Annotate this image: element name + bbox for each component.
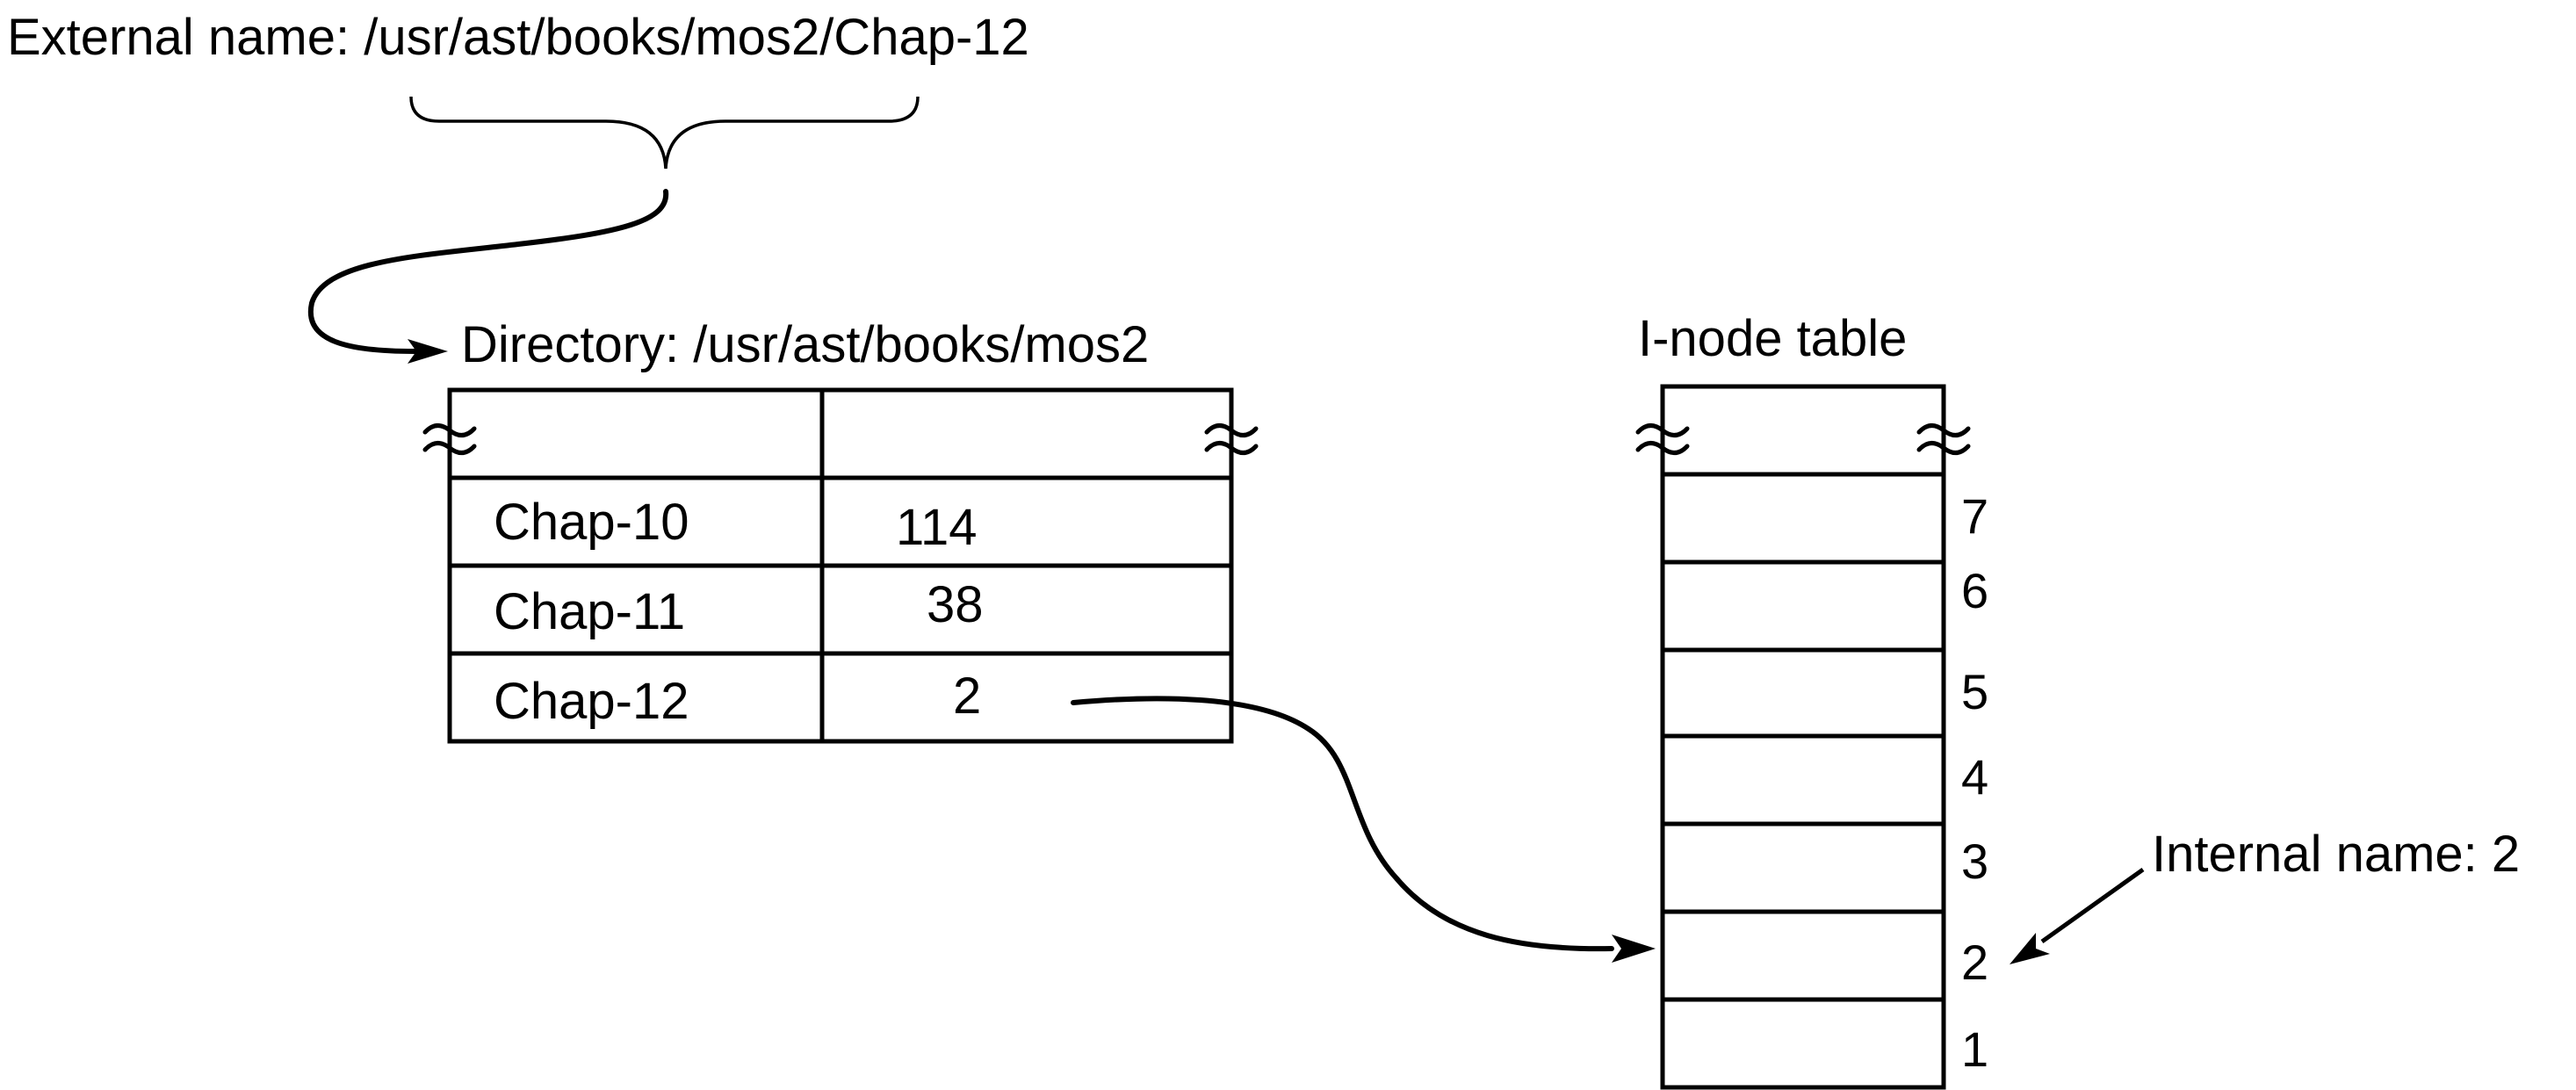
directory-table (422, 387, 1259, 744)
inode-slot-6: 6 (1961, 563, 1988, 618)
directory-row-3-inode: 2 (953, 668, 981, 725)
inode-slot-7: 7 (1961, 488, 1988, 544)
directory-row-2-inode: 38 (927, 576, 984, 633)
internal-name-arrowhead (2010, 933, 2050, 964)
inode-break-left (1635, 423, 1690, 455)
directory-title: Directory: /usr/ast/books/mos2 (461, 316, 1149, 373)
inode-slot-5: 5 (1961, 664, 1988, 719)
external-to-directory-arrow (307, 189, 669, 354)
inode-break-right (1916, 423, 1971, 455)
inode-slot-2: 2 (1961, 935, 1988, 990)
internal-name-label: Internal name: 2 (2152, 826, 2520, 883)
inode-slot-1: 1 (1961, 1021, 1988, 1077)
inode-slot-4: 4 (1961, 749, 1988, 805)
inode-slot-3: 3 (1961, 834, 1988, 889)
inode-table (1635, 384, 1971, 1090)
directory-row-2-name: Chap-11 (494, 583, 685, 640)
internal-name-pointer (2040, 867, 2145, 944)
directory-break-left (422, 423, 477, 455)
directory-break-right (1204, 423, 1259, 455)
inode-table-title: I-node table (1638, 310, 1907, 367)
directory-row-1-name: Chap-10 (494, 494, 689, 551)
directory-row-3-name: Chap-12 (494, 673, 689, 730)
inode-lookup-arrowhead (1612, 935, 1656, 963)
external-to-directory-arrowhead (408, 339, 448, 364)
external-name-label: External name: /usr/ast/books/mos2/Chap-… (7, 9, 1029, 66)
directory-row-1-inode: 114 (896, 499, 977, 556)
inode-lookup-arrow (1071, 696, 1614, 952)
path-brace (409, 96, 920, 170)
